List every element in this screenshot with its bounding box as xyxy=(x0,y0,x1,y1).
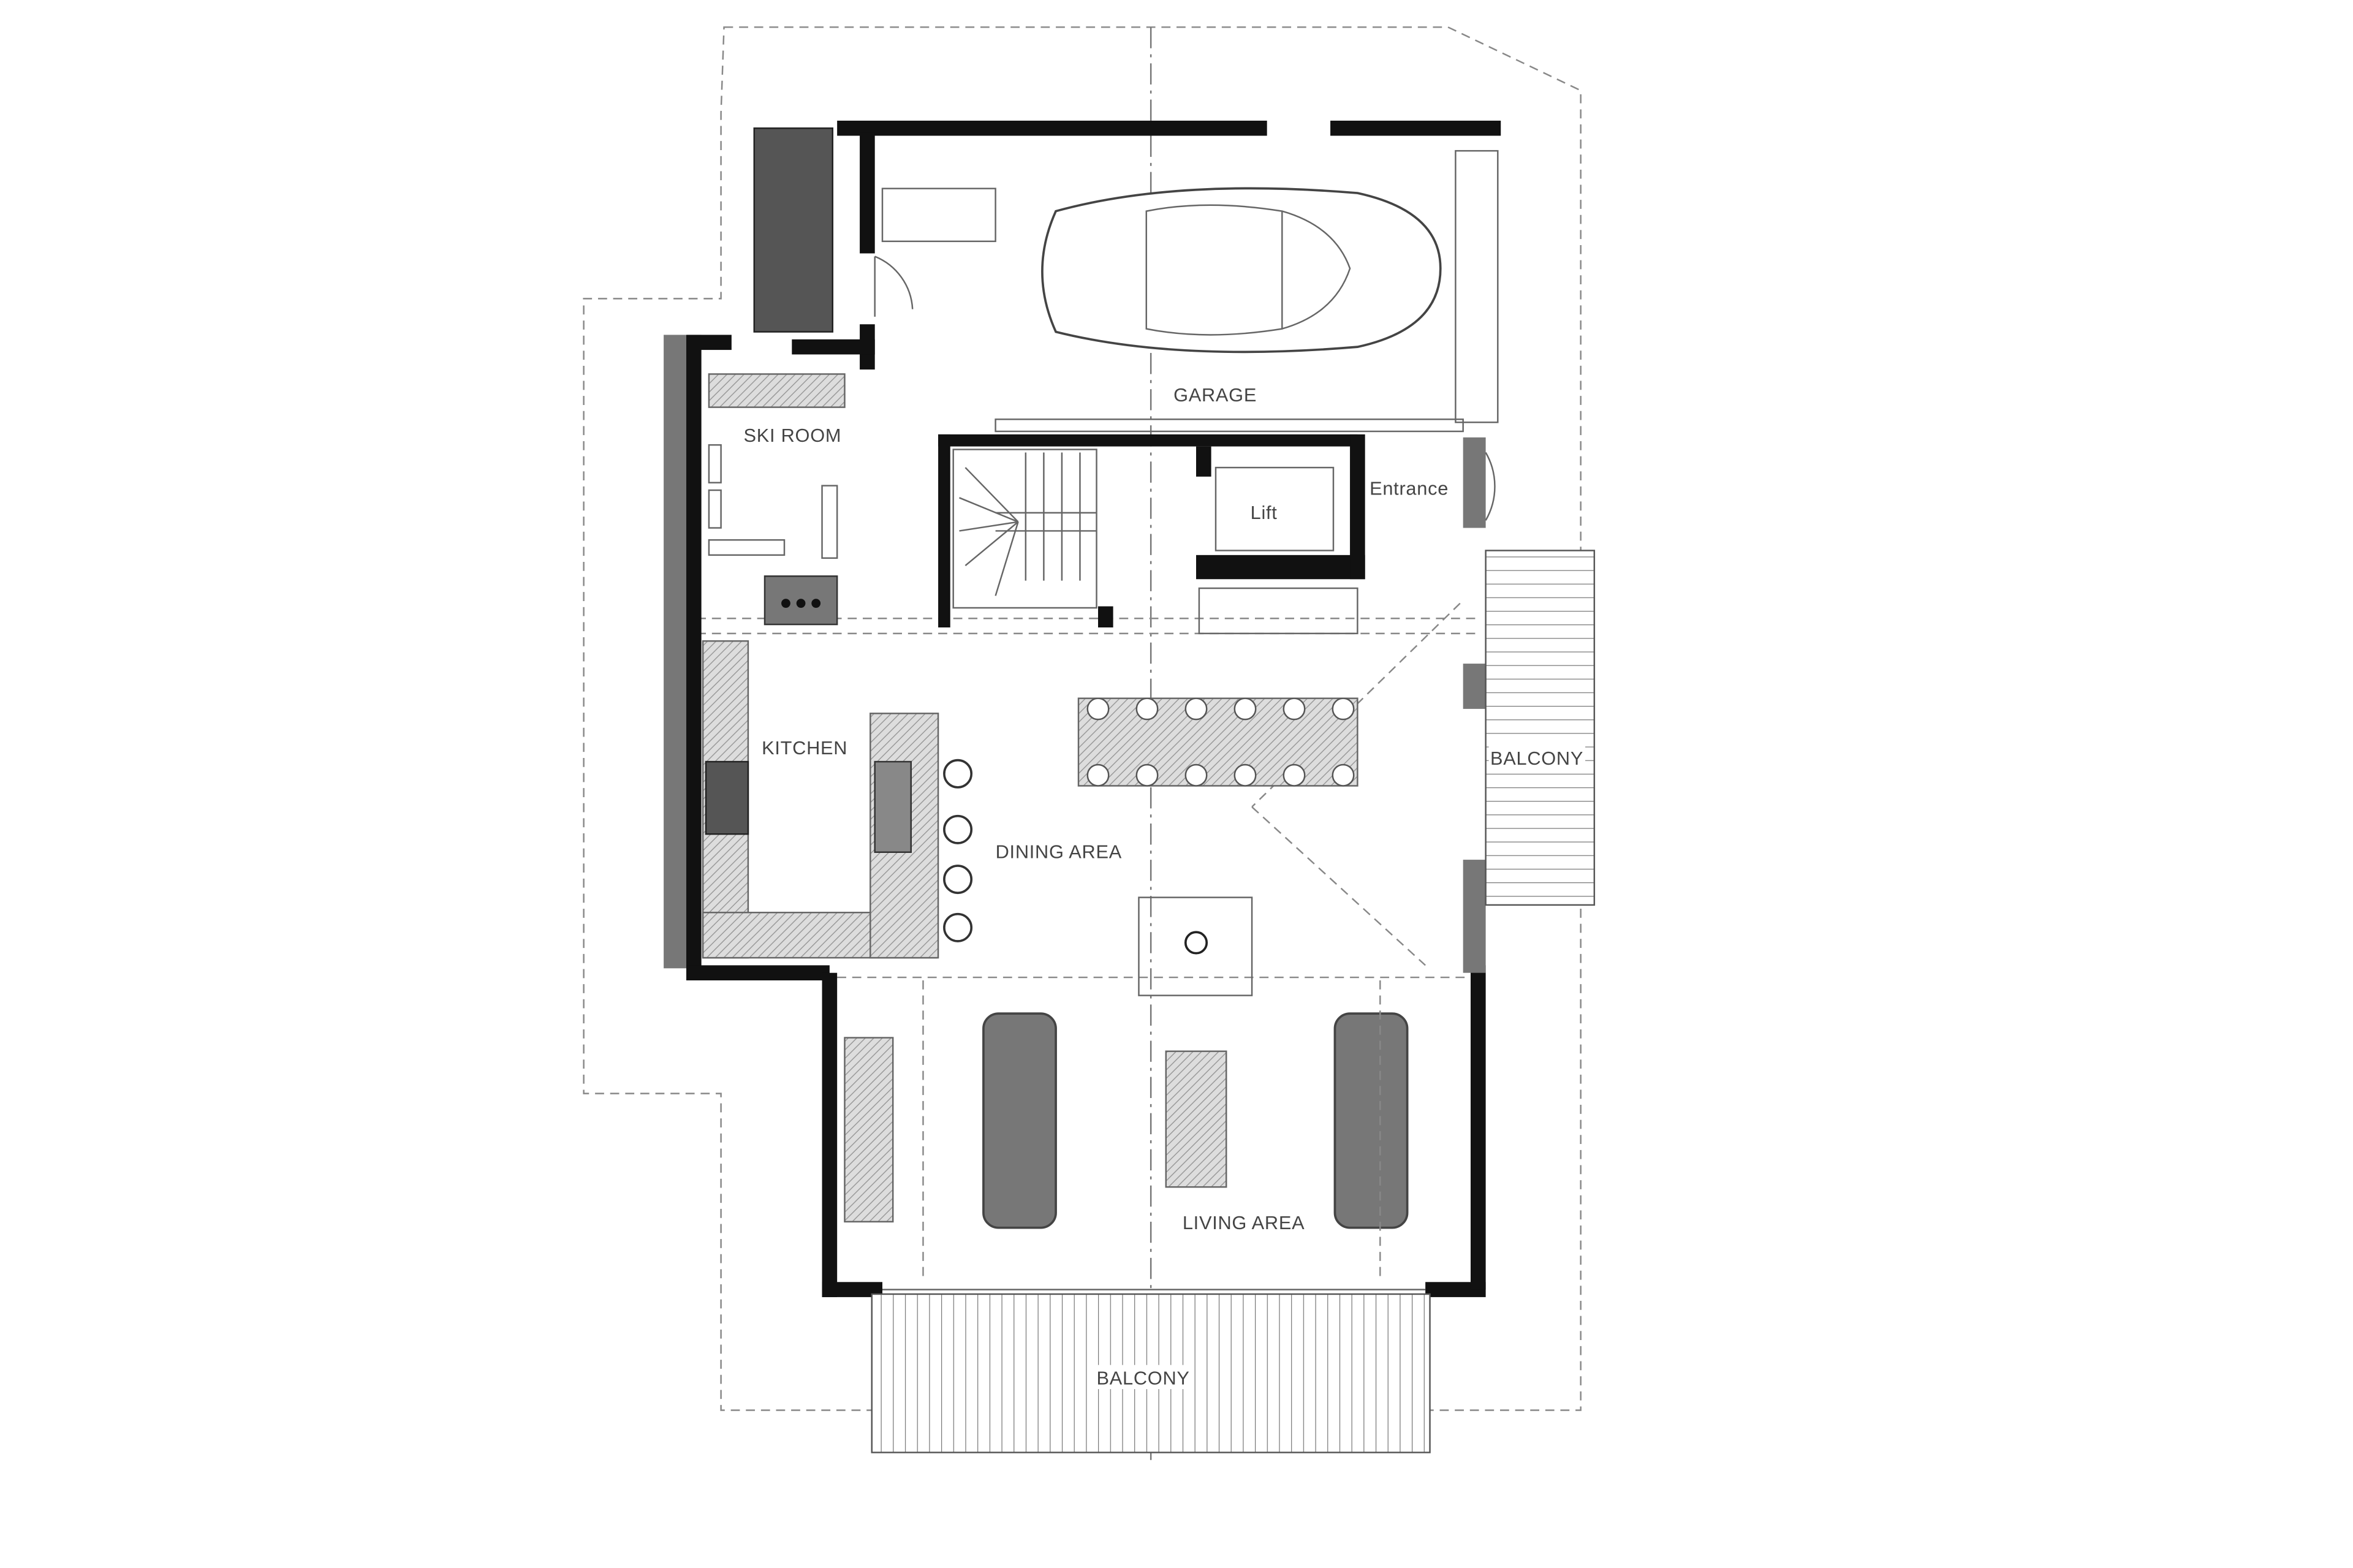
stone-wall xyxy=(753,127,834,333)
ski-locker xyxy=(821,485,838,559)
garage-wall-left xyxy=(860,132,875,254)
garage-wall-top xyxy=(1330,120,1501,136)
wall-north-skiroom xyxy=(792,339,875,355)
roof-outline xyxy=(583,26,1582,1411)
garage-wall-right xyxy=(1455,150,1499,423)
fireplace xyxy=(1138,896,1253,996)
wall-east xyxy=(1463,860,1486,973)
dining-chair xyxy=(1184,763,1208,787)
wall-west xyxy=(686,335,702,969)
room-label-kitchen: KITCHEN xyxy=(762,737,847,759)
dining-chair xyxy=(1135,697,1159,721)
lift-wall xyxy=(1350,434,1365,580)
door-swing xyxy=(874,256,914,309)
bike-rack xyxy=(881,187,996,243)
ski-rack xyxy=(708,444,722,483)
ski-bench xyxy=(708,539,786,556)
wall-west-outer xyxy=(664,335,687,969)
dining-chair xyxy=(1233,697,1257,721)
dining-chair xyxy=(1086,763,1110,787)
car-icon xyxy=(1041,187,1442,354)
stair-wall xyxy=(938,434,950,627)
room-label-entrance: Entrance xyxy=(1370,477,1449,499)
lift-wall xyxy=(1195,555,1365,580)
dining-table xyxy=(1077,697,1358,787)
room-label-garage: GARAGE xyxy=(1173,384,1257,406)
ski-bench xyxy=(708,373,846,408)
dryer-dot xyxy=(796,599,806,608)
room-label-lift: Lift xyxy=(1251,502,1278,523)
label-bg xyxy=(1093,1365,1194,1390)
entrance-door[interactable] xyxy=(1485,452,1496,521)
dining-chair xyxy=(1332,697,1355,721)
stair-wall xyxy=(938,434,1358,447)
wall-east xyxy=(1470,965,1486,1290)
balcony-side xyxy=(1485,550,1596,906)
lift-wall xyxy=(1195,446,1211,477)
wall-east xyxy=(1463,664,1486,709)
staircase xyxy=(952,449,1097,609)
dining-chair xyxy=(1135,763,1159,787)
label-bg xyxy=(1488,744,1586,770)
bar-stools xyxy=(943,759,973,942)
dryer-dot xyxy=(811,599,821,608)
room-label-balcony-side: BALCONY xyxy=(1490,748,1583,769)
cooktop xyxy=(705,760,749,835)
dining-chair xyxy=(1332,763,1355,787)
dining-chair xyxy=(1283,763,1306,787)
coffee-table xyxy=(1165,1050,1227,1188)
label-bg xyxy=(1161,377,1270,407)
lift-cabin xyxy=(1214,466,1335,551)
dryer-dot xyxy=(781,599,790,608)
lift-front xyxy=(1198,587,1358,635)
room-label-balcony-front: BALCONY xyxy=(1097,1368,1190,1389)
wall-kitchen-south xyxy=(686,965,830,980)
dining-chair xyxy=(1283,697,1306,721)
dining-chair xyxy=(1184,697,1208,721)
garage-floor-edge xyxy=(995,419,1464,433)
room-label-ski-room: SKI ROOM xyxy=(744,425,842,446)
sink xyxy=(874,760,912,853)
dining-chairs xyxy=(1086,697,1355,787)
sofa-right xyxy=(1333,1012,1409,1229)
wall-north-skiroom xyxy=(686,335,732,350)
garage-wall-top xyxy=(837,120,1267,136)
sofa-left xyxy=(982,1012,1057,1229)
wall-east xyxy=(1463,437,1486,528)
sideboard xyxy=(844,1037,894,1223)
room-label-dining-area: DINING AREA xyxy=(996,841,1122,863)
dining-chair xyxy=(1233,763,1257,787)
dining-chair xyxy=(1086,697,1110,721)
wall-living-west xyxy=(822,972,838,1297)
room-label-living-area: LIVING AREA xyxy=(1183,1212,1305,1233)
stair-wall xyxy=(1098,606,1113,627)
fireplace-icon xyxy=(1184,931,1208,955)
ski-rack xyxy=(708,489,722,529)
diagonal-guide xyxy=(1251,806,1426,966)
